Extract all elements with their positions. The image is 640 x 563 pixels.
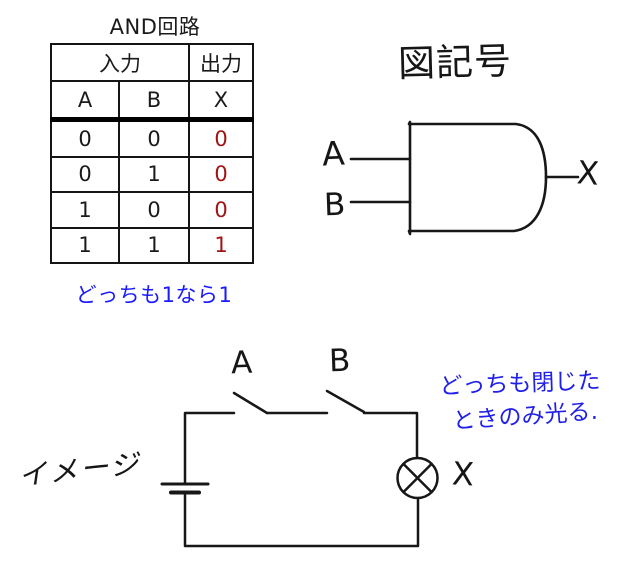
circuit-diagram <box>160 389 439 548</box>
gate-input-b-label: B <box>323 186 346 224</box>
cell-x: 1 <box>188 226 254 264</box>
gate-body <box>407 120 548 236</box>
col-header-b: B <box>118 80 190 122</box>
lamp-cross-2 <box>402 462 433 494</box>
cell-a: 0 <box>50 118 120 158</box>
switch-a-lever <box>232 391 269 415</box>
cell-b: 0 <box>118 118 190 158</box>
lamp-label: X <box>451 454 475 494</box>
cell-x: 0 <box>188 191 254 229</box>
header-output: 出力 <box>188 43 254 82</box>
gate-section-heading: 図記号 <box>397 39 513 86</box>
wire-bottom <box>183 492 420 548</box>
table-row: 0 1 0 <box>50 155 254 193</box>
table-row: 1 0 0 <box>50 191 254 229</box>
table-row: 1 1 1 <box>50 226 254 264</box>
truth-table-caption: どっちも1なら1 <box>75 283 233 307</box>
switch-b-label: B <box>328 342 351 380</box>
table-row: 0 0 0 <box>50 118 254 158</box>
and-gate-symbol <box>349 120 580 236</box>
col-header-a: A <box>50 80 120 122</box>
cell-x: 0 <box>188 155 254 193</box>
truth-table-title: AND回路 <box>109 15 201 39</box>
cell-a: 1 <box>50 226 120 264</box>
cell-a: 0 <box>50 155 120 193</box>
switch-b-lever <box>325 389 366 414</box>
col-header-x: X <box>188 80 254 122</box>
wire-top-left <box>183 411 236 485</box>
cell-x: 0 <box>188 118 254 158</box>
cell-b: 1 <box>118 155 190 193</box>
cell-b: 1 <box>118 226 190 264</box>
cell-b: 0 <box>118 191 190 229</box>
wire-top-right <box>362 411 419 460</box>
gate-output-label: X <box>575 153 601 193</box>
gate-input-a-label: A <box>320 133 346 174</box>
truth-table: 入力 出力 A B X 0 0 0 0 1 0 1 0 0 1 1 1 <box>50 43 254 264</box>
annotation-note: どっちも閉じた ときのみ光る. <box>439 365 602 437</box>
cell-a: 1 <box>50 191 120 229</box>
lamp-symbol <box>396 456 439 500</box>
switch-a-label: A <box>230 344 253 382</box>
header-input: 入力 <box>50 43 190 82</box>
